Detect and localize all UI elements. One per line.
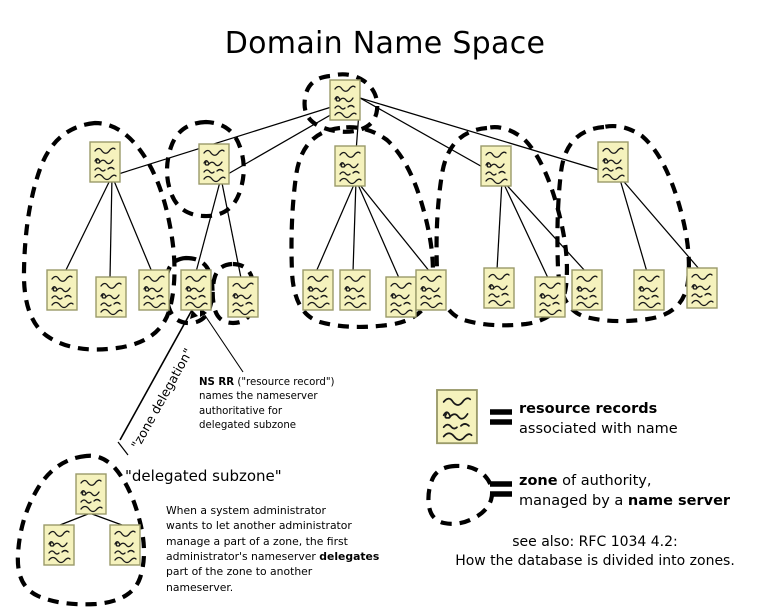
- node-l2i[interactable]: [415, 269, 447, 311]
- edge-root-l1e: [359, 97, 620, 177]
- legend-equals-2: [490, 481, 512, 497]
- ns-rr-callout: NS RR ("resource record") names the name…: [199, 376, 389, 434]
- edge-l1d-l2l: [501, 179, 587, 273]
- legend-item-resource-records: resource records associated with name: [519, 400, 678, 439]
- explanation-line-2: wants to let another administrator: [166, 519, 352, 533]
- node-l2j[interactable]: [483, 267, 515, 309]
- explanation-line-5: part of the zone to another: [166, 565, 313, 579]
- edge-l1c-l2f: [315, 179, 357, 273]
- tree-edges: [59, 97, 701, 526]
- legend-rr-sub: associated with name: [519, 420, 678, 437]
- edge-root-l1d: [359, 97, 503, 179]
- see-also-line-1: see also: RFC 1034 4.2:: [512, 534, 678, 550]
- node-l2k[interactable]: [534, 276, 566, 318]
- node-subzone-parent[interactable]: [75, 473, 107, 515]
- edge-root-l1a: [111, 97, 361, 177]
- edge-l1c-l2h: [355, 179, 400, 279]
- edge-l1a-l2b: [109, 175, 113, 279]
- legend-graphics: [426, 389, 512, 526]
- see-also-line-2: How the database is divided into zones.: [455, 552, 735, 569]
- node-l2n[interactable]: [686, 267, 718, 309]
- node-l2h[interactable]: [385, 276, 417, 318]
- node-l2b[interactable]: [95, 276, 127, 318]
- node-l2d[interactable]: [180, 269, 212, 311]
- legend-zone-line-2: managed by a name server: [519, 492, 731, 509]
- node-l1a[interactable]: [89, 141, 121, 183]
- ns-rr-line-3: authoritative for: [199, 405, 283, 417]
- edge-l1b-l2e: [220, 177, 242, 279]
- edge-l1b-l2d: [195, 177, 222, 273]
- delegated-subzone-leader: [117, 441, 129, 456]
- legend-item-zone: zone of authority, managed by a name ser…: [519, 472, 730, 511]
- node-l2a[interactable]: [46, 269, 78, 311]
- delegated-subzone-label: "delegated subzone": [125, 467, 282, 485]
- node-subzone-child-1[interactable]: [43, 524, 75, 566]
- edge-sub-child2: [91, 513, 123, 526]
- legend-equals-1: [490, 409, 512, 425]
- node-l2f[interactable]: [302, 269, 334, 311]
- node-l2e[interactable]: [227, 276, 259, 318]
- edge-l1d-l2k: [501, 179, 549, 279]
- zone-right-large: [434, 125, 570, 328]
- explanation-line-3: manage a part of a zone, the first: [166, 534, 348, 548]
- edge-l1c-l2g: [352, 179, 357, 273]
- zone-far-right: [555, 123, 691, 324]
- node-l1b[interactable]: [198, 143, 230, 185]
- ns-rr-line-4: delegated subzone: [199, 420, 297, 432]
- explanation-line-4: administrator's nameserver delegates: [166, 549, 380, 563]
- node-l2l[interactable]: [571, 269, 603, 311]
- node-l2c[interactable]: [138, 269, 170, 311]
- zone-delegated-subzone: [15, 453, 147, 607]
- node-subzone-child-2[interactable]: [109, 524, 141, 566]
- edge-sub-child1: [59, 513, 89, 526]
- edge-l1e-l2n: [618, 175, 701, 271]
- zone-delegation-arrow: [119, 309, 198, 441]
- legend-zone-blob-icon: [426, 463, 495, 526]
- delegation-explanation: When a system administrator wants to let…: [166, 503, 381, 595]
- node-root[interactable]: [329, 79, 361, 121]
- edge-l1a-l2c: [111, 175, 153, 273]
- edge-l1d-l2j: [496, 179, 503, 271]
- zone-root: [302, 72, 380, 134]
- ns-rr-line-2: names the nameserver: [199, 391, 318, 403]
- zone-mid-small-top: [164, 119, 246, 219]
- node-l2g[interactable]: [339, 269, 371, 311]
- zone-center-large: [289, 125, 436, 329]
- legend-zone-line-1: zone of authority,: [519, 473, 652, 489]
- see-also-note: see also: RFC 1034 4.2: How the database…: [430, 533, 760, 571]
- node-l2m[interactable]: [633, 269, 665, 311]
- explanation-line-1: When a system administrator: [166, 504, 326, 517]
- zone-left-large: [21, 120, 177, 352]
- explanation-line-6: nameserver.: [166, 580, 234, 594]
- page-title: Domain Name Space: [224, 26, 546, 61]
- ns-rr-line-1: NS RR ("resource record"): [199, 377, 335, 388]
- edge-l1a-l2a: [64, 175, 113, 273]
- edge-l1e-l2m: [618, 175, 648, 273]
- node-l1e[interactable]: [597, 141, 629, 183]
- legend-rr-bold: resource records: [519, 401, 658, 417]
- legend-resource-record-icon: [436, 389, 478, 445]
- node-l1c[interactable]: [334, 145, 366, 187]
- node-l1d[interactable]: [480, 145, 512, 187]
- edge-l1c-l2i: [355, 179, 431, 273]
